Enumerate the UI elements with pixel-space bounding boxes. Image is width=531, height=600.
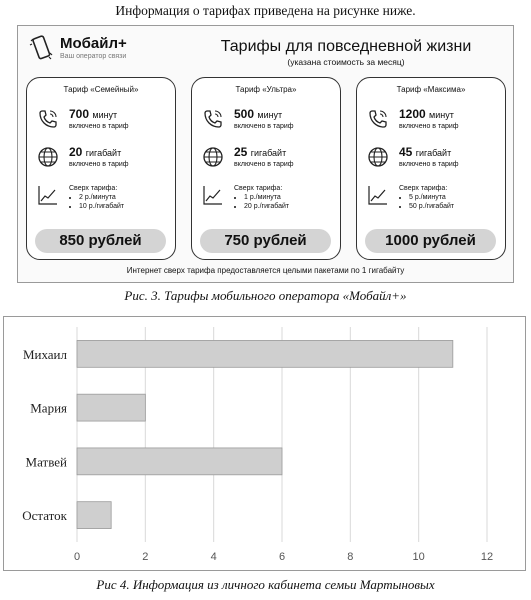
figure-caption-4: Рис 4. Информация из личного кабинета се… — [96, 577, 435, 592]
minutes-row: 500 минут включено в тариф — [202, 108, 294, 131]
data-row: 25 гигабайт включено в тариф — [202, 146, 294, 169]
figure-caption-3: Рис. 3. Тарифы мобильного оператора «Моб… — [124, 288, 407, 303]
minutes-unit: минут — [429, 110, 454, 120]
trend-chart-icon — [203, 186, 222, 205]
extra-row: Сверх тарифа: 5 р./минута 50 р./гигабайт — [367, 184, 454, 211]
minutes-value: 500 — [234, 107, 255, 121]
brand-tagline: Ваш оператор связи — [60, 52, 127, 60]
phone-logo-icon — [29, 35, 53, 60]
data-value: 25 — [234, 145, 248, 159]
data-unit: гигабайт — [250, 148, 287, 158]
extra-item: 20 р./гигабайт — [244, 202, 289, 211]
category-label: Мария — [30, 401, 67, 416]
extra-title: Сверх тарифа: — [234, 185, 283, 192]
globe-icon — [368, 147, 388, 167]
minutes-note: включено в тариф — [399, 123, 459, 130]
trend-chart-icon — [38, 186, 57, 205]
minutes-value: 1200 — [399, 107, 426, 121]
extra-item: 2 р./минута — [79, 193, 124, 202]
data-value: 20 — [69, 145, 83, 159]
trend-chart-icon — [368, 186, 387, 205]
data-unit: гигабайт — [85, 148, 122, 158]
category-label: Остаток — [22, 508, 67, 523]
data-unit: гигабайт — [415, 148, 452, 158]
extra-item: 5 р./минута — [409, 193, 454, 202]
bar — [76, 393, 146, 422]
extra-item: 10 р./гигабайт — [79, 202, 124, 211]
minutes-row: 700 минут включено в тариф — [37, 108, 129, 131]
category-label: Михаил — [23, 347, 68, 362]
phone-call-icon — [369, 110, 387, 128]
extra-item: 1 р./минута — [244, 193, 289, 202]
plan-price: 1000 рублей — [365, 229, 496, 253]
x-tick-label: 0 — [74, 551, 80, 563]
promo-headline: Тарифы для повседневной жизни — [220, 38, 472, 55]
minutes-unit: минут — [92, 110, 118, 120]
plan-title: Тариф «Ультра» — [235, 85, 297, 94]
extra-title: Сверх тарифа: — [399, 185, 448, 192]
phone-call-icon — [204, 110, 222, 128]
plan-card-family: Тариф «Семейный» 700 минут включено в та… — [26, 77, 176, 260]
x-tick-label: 10 — [413, 551, 425, 563]
minutes-note: включено в тариф — [69, 123, 129, 130]
plan-card-ultra: Тариф «Ультра» 500 минут включено в тари… — [191, 77, 341, 260]
x-tick-label: 8 — [347, 551, 353, 563]
promo-footnote: Интернет сверх тарифа предоставляется це… — [126, 266, 405, 275]
extra-row: Сверх тарифа: 2 р./минута 10 р./гигабайт — [37, 184, 124, 211]
plan-title: Тариф «Максима» — [396, 85, 466, 94]
minutes-unit: минут — [257, 110, 283, 120]
data-note: включено в тариф — [399, 161, 459, 168]
globe-icon — [203, 147, 223, 167]
data-row: 45 гигабайт включено в тариф — [367, 146, 459, 169]
data-note: включено в тариф — [69, 161, 129, 168]
extra-title: Сверх тарифа: — [69, 185, 118, 192]
plan-price: 850 рублей — [35, 229, 166, 253]
promo-subline: (указана стоимость за месяц) — [287, 57, 405, 67]
globe-icon — [38, 147, 58, 167]
plan-price: 750 рублей — [200, 229, 331, 253]
extra-item: 50 р./гигабайт — [409, 202, 454, 211]
x-tick-label: 6 — [279, 551, 285, 563]
x-tick-label: 12 — [481, 551, 493, 563]
tariff-infographic: Мобайл+ Ваш оператор связи Тарифы для по… — [17, 25, 514, 283]
minutes-row: 1200 минут включено в тариф — [367, 108, 459, 131]
minutes-note: включено в тариф — [234, 123, 294, 130]
phone-call-icon — [39, 110, 57, 128]
x-tick-label: 4 — [211, 551, 217, 563]
extra-row: Сверх тарифа: 1 р./минута 20 р./гигабайт — [202, 184, 289, 211]
category-label: Матвей — [26, 454, 68, 469]
brand-name: Мобайл+ — [60, 34, 127, 52]
minutes-value: 700 — [69, 107, 90, 121]
bar — [76, 501, 112, 529]
data-value: 45 — [399, 145, 413, 159]
plan-title: Тариф «Семейный» — [63, 85, 139, 94]
data-row: 20 гигабайт включено в тариф — [37, 146, 129, 169]
brand-block: Мобайл+ Ваш оператор связи — [28, 35, 127, 61]
bar — [76, 447, 283, 476]
data-note: включено в тариф — [234, 161, 294, 168]
intro-text: Информация о тарифах приведена на рисунк… — [115, 3, 416, 18]
x-tick-label: 2 — [142, 551, 148, 563]
plan-card-maxima: Тариф «Максима» 1200 минут включено в та… — [356, 77, 506, 260]
bar — [76, 340, 454, 368]
